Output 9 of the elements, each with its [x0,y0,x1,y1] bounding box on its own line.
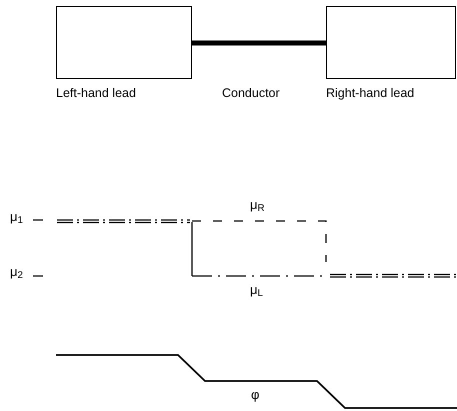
conductor-line [192,40,326,46]
symbol-label: μ$_{2}$ [10,265,23,278]
symbol-label: μ$_{R}$ [250,198,265,211]
lead-label: Left-hand lead [56,87,137,100]
lead-label: Right-hand lead [326,87,416,100]
symbol-label: μ$_{L}$ [250,283,263,296]
symbol-label: φ [251,388,260,401]
symbol-label: μ$_{1}$ [10,210,23,223]
edge-label: Conductor [222,87,280,100]
